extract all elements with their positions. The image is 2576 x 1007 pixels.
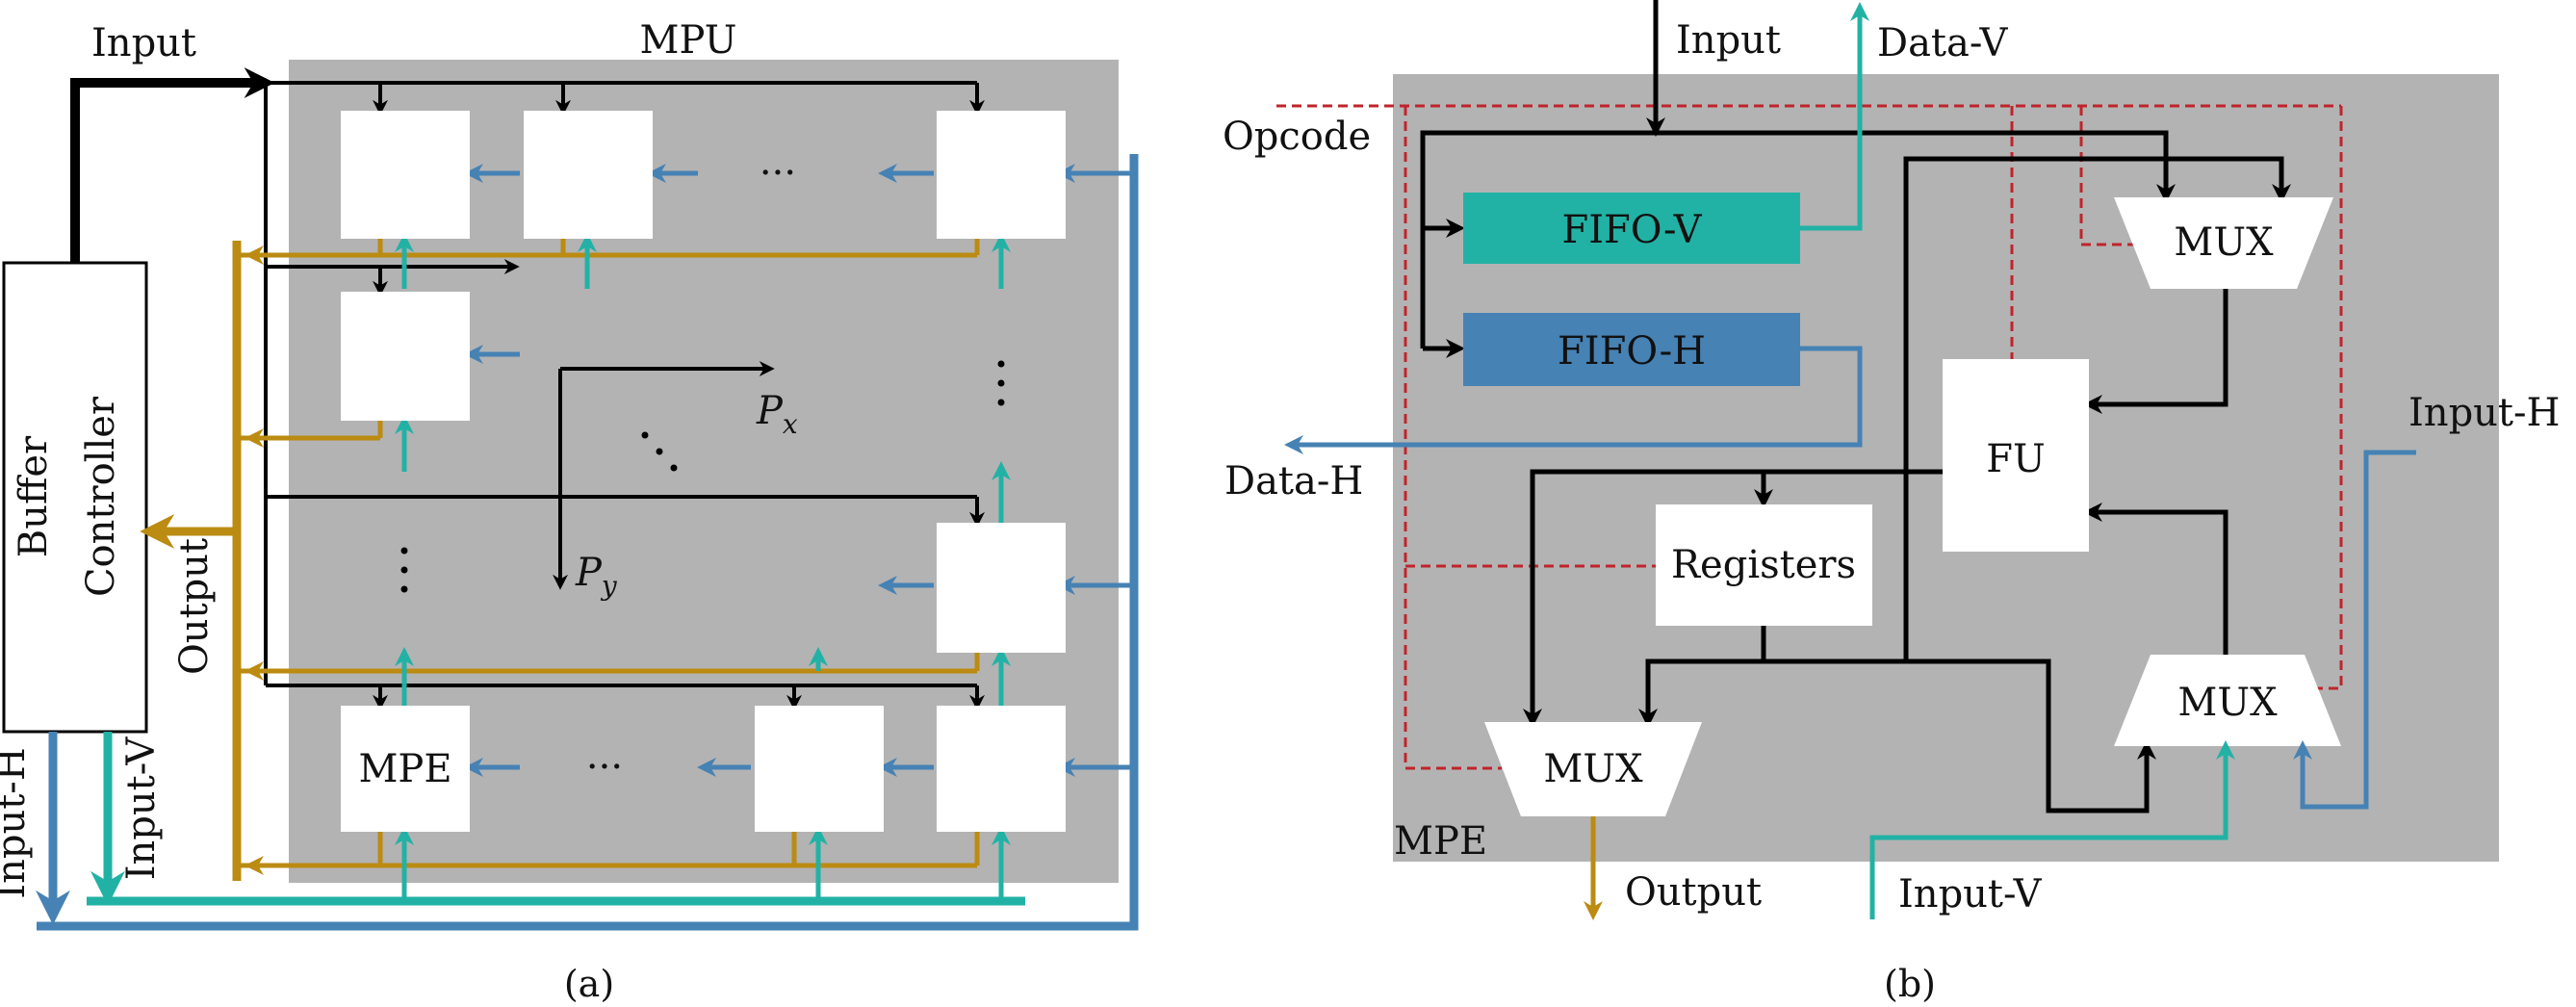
fifo-h-box <box>1463 313 1800 386</box>
panel-b: MPE Opcode Input <box>1223 0 2560 1005</box>
input-v-arrow-b <box>1869 740 2235 919</box>
pe-box-1-n <box>937 111 1066 239</box>
registers-label: Registers <box>1671 543 1856 587</box>
fifo-v-label: FIFO-V <box>1561 208 1702 252</box>
input-h-label-b: Input-H <box>2409 391 2560 435</box>
vdots-left <box>400 547 408 593</box>
hdots-top: ··· <box>760 151 796 195</box>
fu-box <box>1943 359 2089 552</box>
data-v-label: Data-V <box>1877 21 2008 65</box>
pe-box-1-2 <box>524 111 653 239</box>
registers-box <box>1656 504 1872 626</box>
opcode-label: Opcode <box>1223 115 1371 159</box>
buffer-controller-label-2: Controller <box>79 396 123 597</box>
data-v-arrow <box>1800 2 1869 231</box>
caption-a: (a) <box>564 963 614 1005</box>
pe-box-2-1 <box>341 292 470 421</box>
buffer-controller-box <box>2 261 148 734</box>
mux-left-label: MUX <box>1543 747 1643 791</box>
mux-right <box>2114 655 2341 746</box>
mux-top <box>2114 197 2333 289</box>
pe-box-m-n <box>937 523 1066 653</box>
mux-right-label: MUX <box>2177 681 2278 725</box>
fu-label: FU <box>1986 437 2045 481</box>
mpe-label-b: MPE <box>1394 819 1487 864</box>
input-v-label-b: Input-V <box>1898 872 2043 917</box>
buffer-controller-label-1: Buffer <box>12 435 56 557</box>
py-label: Py <box>575 551 618 602</box>
mpe-label-a: MPE <box>358 747 451 791</box>
mpe-box-a <box>341 706 470 832</box>
output-label-b: Output <box>1625 870 1762 915</box>
input-h-label-a: Input-H <box>0 747 34 898</box>
data-h-label: Data-H <box>1224 459 1363 504</box>
mux-top-label: MUX <box>2174 220 2274 265</box>
pe-box-m-last <box>937 706 1066 832</box>
input-line-a <box>70 66 275 263</box>
panel-a: MPU Buffer Controller Input <box>0 18 1139 1005</box>
mux-left <box>1484 722 1702 816</box>
output-label-a: Output <box>172 538 217 675</box>
input-h-arrow-b <box>2293 450 2416 810</box>
fifo-v-box <box>1463 193 1800 264</box>
pe-box-m-2 <box>755 706 884 832</box>
input-label-b: Input <box>1676 18 1781 63</box>
hdots-bottom: ··· <box>586 745 623 789</box>
input-v-label-a: Input-V <box>119 736 164 881</box>
data-h-arrow <box>1284 346 1863 454</box>
input-label-a: Input <box>91 21 196 65</box>
caption-b: (b) <box>1884 963 1936 1005</box>
fifo-h-label: FIFO-H <box>1558 329 1706 374</box>
pe-box-1-1 <box>341 111 470 239</box>
px-label: Px <box>756 389 798 440</box>
vdots-right <box>997 360 1005 406</box>
mpu-label: MPU <box>640 18 737 63</box>
ddots <box>641 431 678 472</box>
